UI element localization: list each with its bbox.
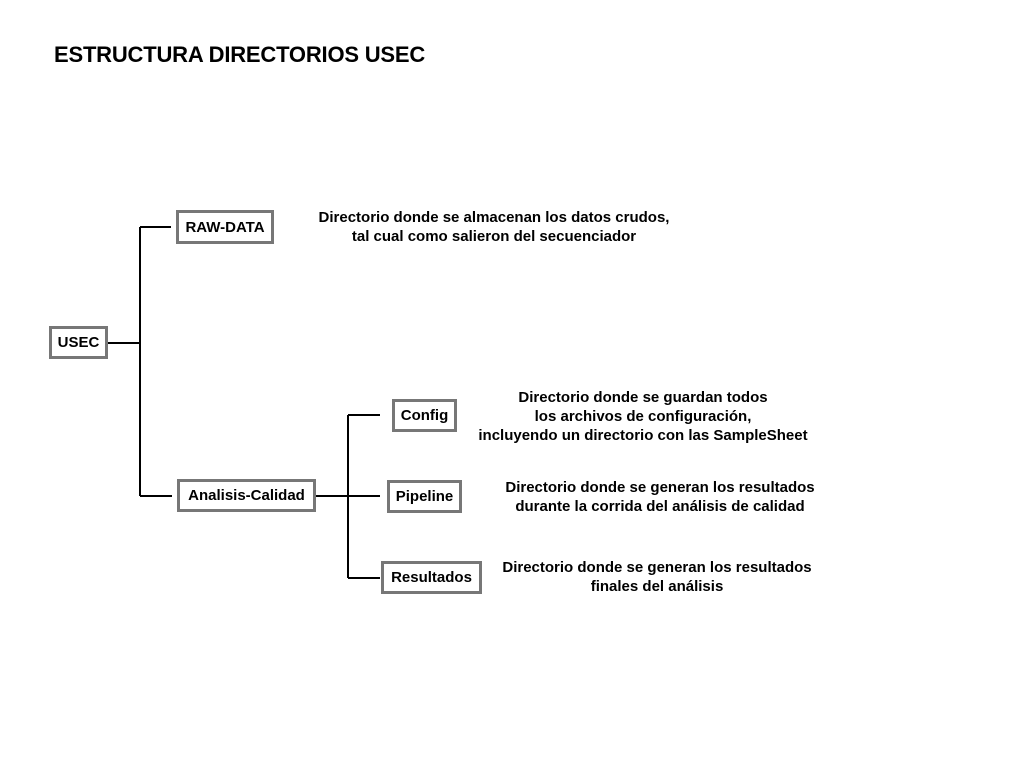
description-pipeline-line: durante la corrida del análisis de calid… xyxy=(515,498,805,515)
node-analisis-calidad: Analisis-Calidad xyxy=(177,479,316,512)
node-usec: USEC xyxy=(49,326,108,359)
description-config-line: los archivos de configuración, xyxy=(534,408,752,425)
description-resultados-line: Directorio donde se generan los resultad… xyxy=(502,559,812,576)
diagram-title: ESTRUCTURA DIRECTORIOS USEC xyxy=(54,42,426,67)
description-config-line: incluyendo un directorio con las SampleS… xyxy=(478,427,808,444)
description-config: Directorio donde se guardan todos los ar… xyxy=(466,388,820,445)
node-config: Config xyxy=(392,399,457,432)
description-config-line: Directorio donde se guardan todos xyxy=(518,389,768,406)
node-resultados: Resultados xyxy=(381,561,482,594)
description-resultados: Directorio donde se generan los resultad… xyxy=(491,558,823,596)
description-raw-data-line: tal cual como salieron del secuenciador xyxy=(351,228,637,245)
description-resultados-line: finales del análisis xyxy=(590,578,724,595)
description-raw-data-line: Directorio donde se almacenan los datos … xyxy=(318,209,670,226)
description-pipeline: Directorio donde se generan los resultad… xyxy=(494,478,826,516)
node-pipeline: Pipeline xyxy=(387,480,462,513)
description-pipeline-line: Directorio donde se generan los resultad… xyxy=(505,479,815,496)
description-raw-data: Directorio donde se almacenan los datos … xyxy=(306,208,682,246)
node-raw-data: RAW-DATA xyxy=(176,210,274,244)
